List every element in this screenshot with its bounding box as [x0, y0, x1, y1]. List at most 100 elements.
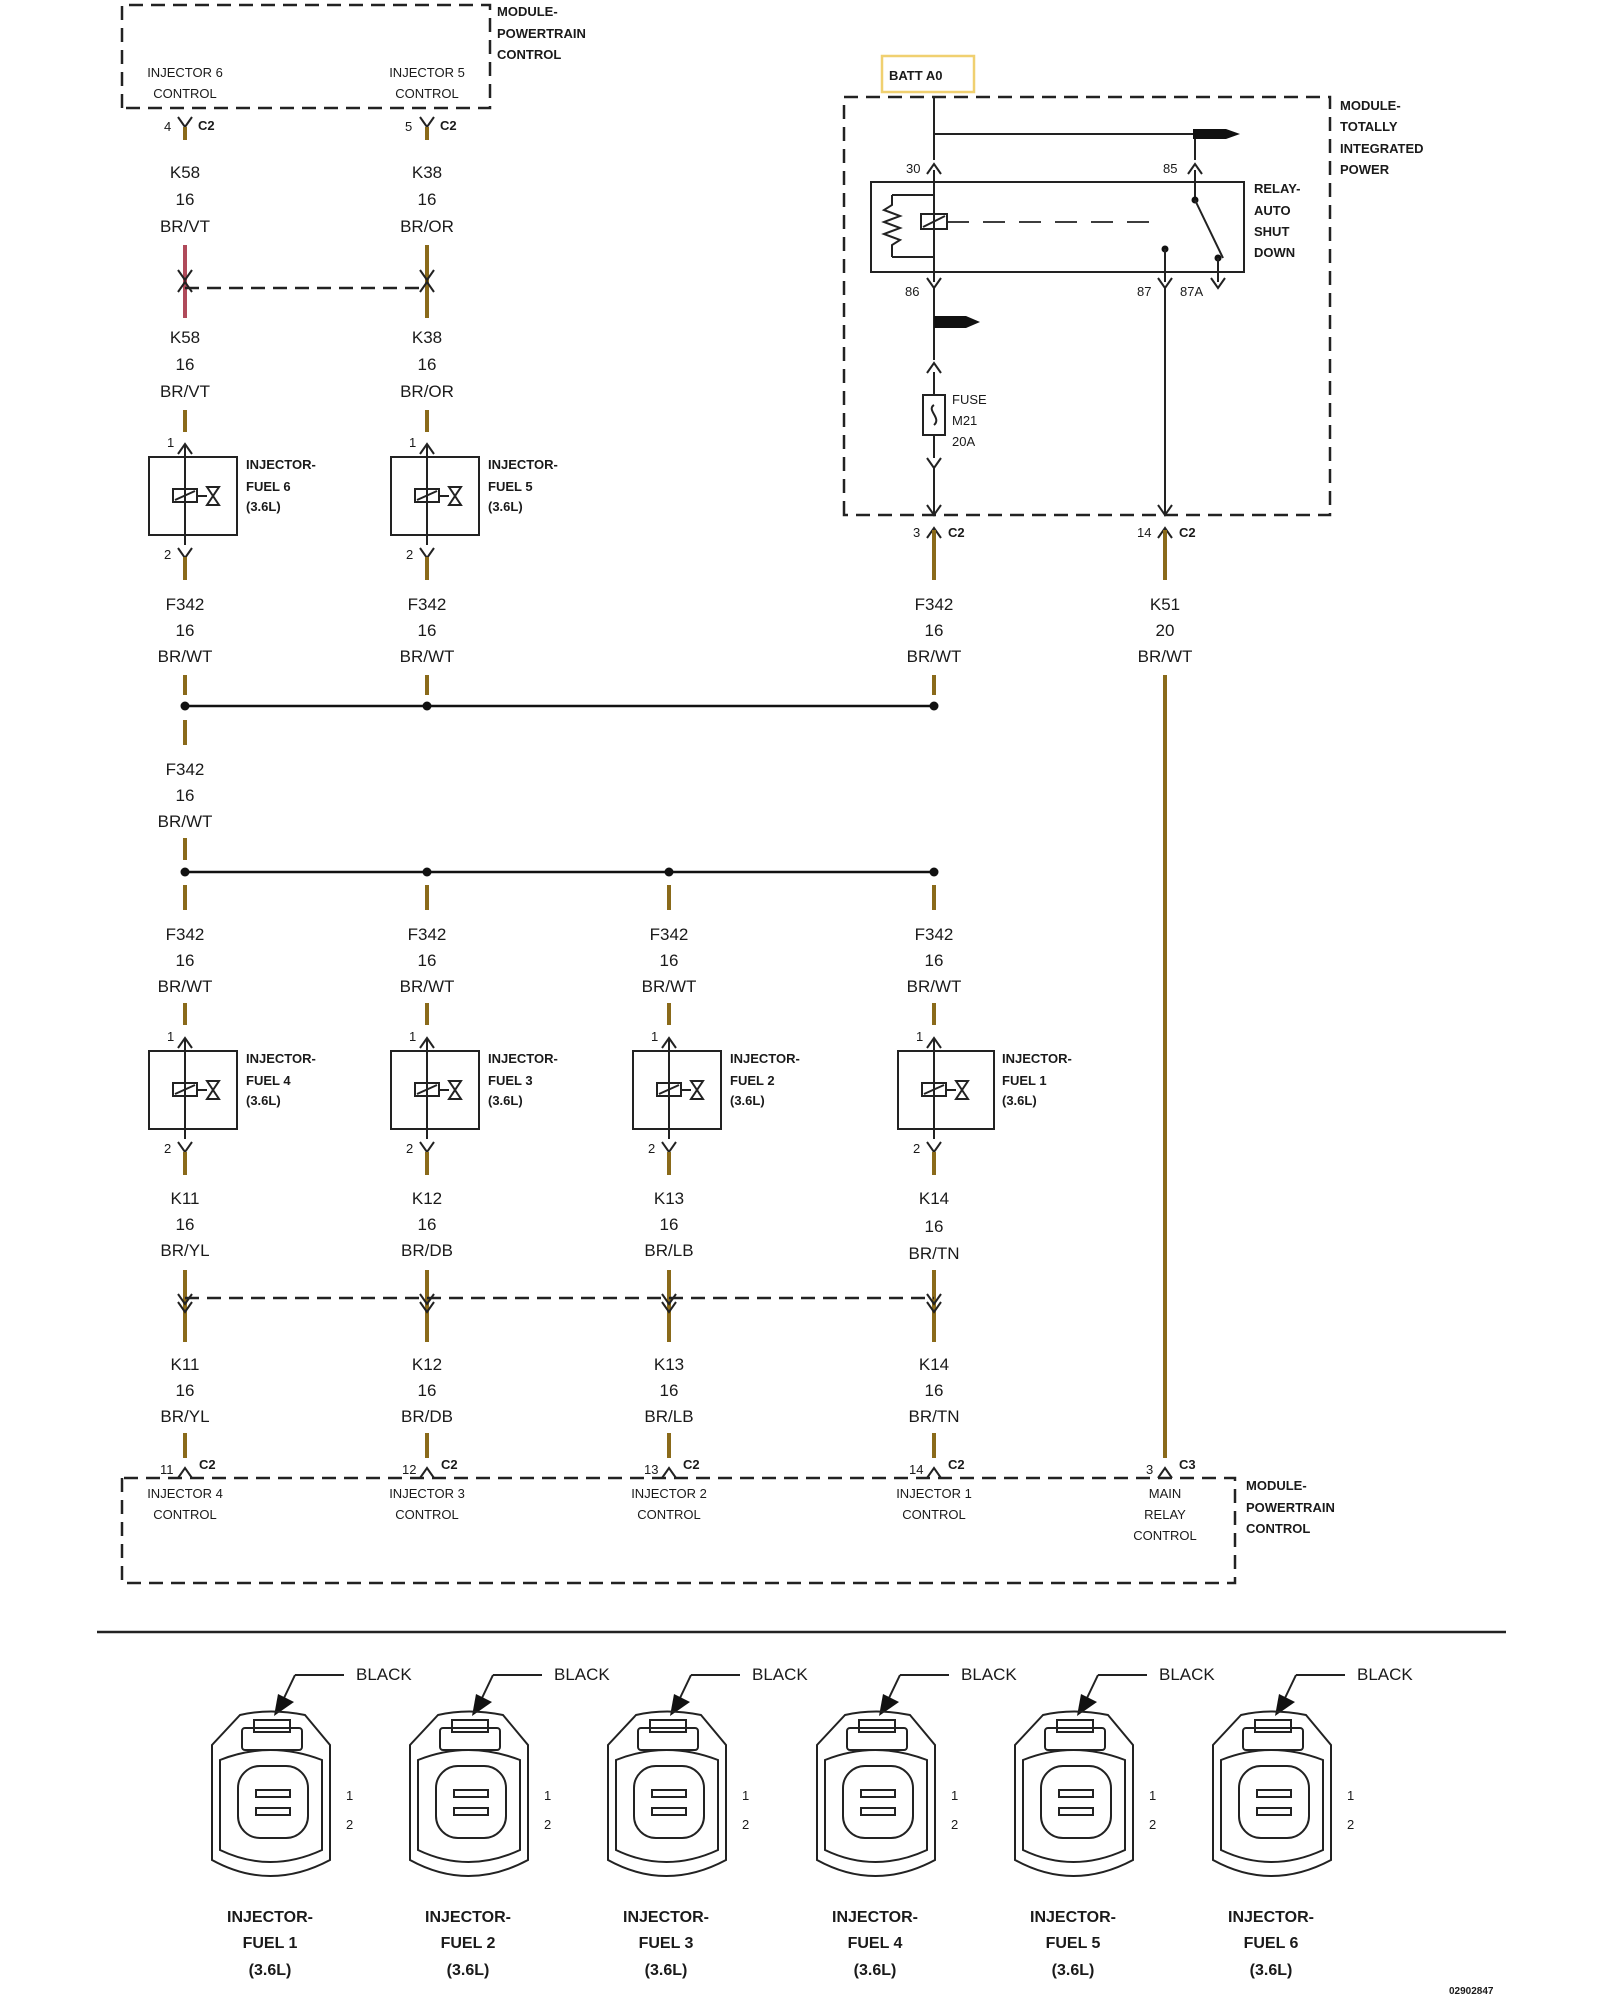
inj2-name-1: INJECTOR-: [730, 1051, 800, 1066]
inj3-name-1: INJECTOR-: [488, 1051, 558, 1066]
conn4-color: BLACK: [961, 1665, 1017, 1684]
batt-a0-label: BATT A0: [889, 68, 942, 83]
f342-trunk-color: BR/WT: [158, 812, 213, 831]
injector-fuel-3: 1 2 INJECTOR- FUEL 3 (3.6L): [390, 1029, 558, 1156]
inj2-name-2: FUEL 2: [730, 1073, 775, 1088]
injector6-ctrl-2: CONTROL: [153, 86, 217, 101]
k51-gauge: 20: [1156, 621, 1175, 640]
inj3-name-3: (3.6L): [488, 1093, 523, 1108]
conn2-color: BLACK: [554, 1665, 610, 1684]
pcm-pin-3: 3: [1146, 1462, 1153, 1477]
injector-fuel-2: 1 2 INJECTOR- FUEL 2 (3.6L): [632, 1029, 800, 1156]
main-relay-line1: MAIN: [1149, 1486, 1182, 1501]
f342-inj2-gauge: 16: [660, 951, 679, 970]
k14-upper-gauge: 16: [925, 1217, 944, 1236]
pcm-pin-14: 14: [909, 1462, 923, 1477]
inj2-pin2: 2: [648, 1141, 655, 1156]
f342-inj5-gauge: 16: [418, 621, 437, 640]
conn3-pin1: 1: [742, 1788, 749, 1803]
f342-inj1-gauge: 16: [925, 951, 944, 970]
conn4-name-3: (3.6L): [854, 1962, 897, 1979]
f342-inj3-color: BR/WT: [400, 977, 455, 996]
inj2-name-3: (3.6L): [730, 1093, 765, 1108]
connector-view-fuel-1: BLACK 1 2 INJECTOR- FUEL 1 (3.6L): [211, 1665, 412, 1979]
inj6-name-1: INJECTOR-: [246, 457, 316, 472]
tipm-conn-c2-a: C2: [948, 525, 965, 540]
connector-view-fuel-2: BLACK 1 2 INJECTOR- FUEL 2 (3.6L): [409, 1665, 610, 1979]
top-conn-c2-right: C2: [440, 118, 457, 133]
tipm-pin-14: 14: [1137, 525, 1151, 540]
ctrl2-line1: INJECTOR 2: [631, 1486, 707, 1501]
connector-view-fuel-4: BLACK 1 2 INJECTOR- FUEL 4 (3.6L): [816, 1665, 1017, 1979]
k13-upper-color: BR/LB: [644, 1241, 693, 1260]
conn6-pin2: 2: [1347, 1817, 1354, 1832]
k11-lower-color: BR/YL: [160, 1407, 209, 1426]
top-pin-4: 4: [164, 119, 171, 134]
inj5-pin1: 1: [409, 435, 416, 450]
pcm-pin-11: 11: [160, 1462, 174, 1477]
tipm-name-4: POWER: [1340, 162, 1390, 177]
bottom-pcm-name-1: MODULE-: [1246, 1478, 1307, 1493]
f342-trunk-circuit: F342: [166, 760, 205, 779]
k38-lower-gauge: 16: [418, 355, 437, 374]
f342-inj4-color: BR/WT: [158, 977, 213, 996]
k58-upper-gauge: 16: [176, 190, 195, 209]
f342-inj5-circuit: F342: [408, 595, 447, 614]
k14-upper-color: BR/TN: [909, 1244, 960, 1263]
relay-pin-30: 30: [906, 161, 920, 176]
conn5-color: BLACK: [1159, 1665, 1215, 1684]
f342-inj1-circuit: F342: [915, 925, 954, 944]
k13-upper-gauge: 16: [660, 1215, 679, 1234]
conn3-name-3: (3.6L): [645, 1962, 688, 1979]
conn2-name-1: INJECTOR-: [425, 1909, 511, 1926]
k38-lower-circuit: K38: [412, 328, 442, 347]
f342-inj1-color: BR/WT: [907, 977, 962, 996]
inj1-name-1: INJECTOR-: [1002, 1051, 1072, 1066]
conn2-name-2: FUEL 2: [441, 1935, 496, 1952]
k14-lower-gauge: 16: [925, 1381, 944, 1400]
conn1-name-2: FUEL 1: [243, 1935, 298, 1952]
k11-upper-circuit: K11: [171, 1189, 200, 1208]
tipm-module: MODULE- TOTALLY INTEGRATED POWER 30 85: [842, 95, 1424, 517]
pcm-conn-14: C2: [948, 1457, 965, 1472]
conn3-color: BLACK: [752, 1665, 808, 1684]
inj1-pin2: 2: [913, 1141, 920, 1156]
f342-inj6-gauge: 16: [176, 621, 195, 640]
ctrl4-line2: CONTROL: [153, 1507, 217, 1522]
k11-lower-circuit: K11: [171, 1355, 200, 1374]
inj4-name-3: (3.6L): [246, 1093, 281, 1108]
conn4-pin2: 2: [951, 1817, 958, 1832]
k14-lower-color: BR/TN: [909, 1407, 960, 1426]
relay-name-2: AUTO: [1254, 203, 1291, 218]
f342-inj5-color: BR/WT: [400, 647, 455, 666]
k13-upper-circuit: K13: [654, 1189, 684, 1208]
inj5-pin2: 2: [406, 547, 413, 562]
conn3-pin2: 2: [742, 1817, 749, 1832]
relay-pin-87: 87: [1137, 284, 1151, 299]
conn3-name-1: INJECTOR-: [623, 1909, 709, 1926]
relay-pin-87a: 87A: [1180, 284, 1203, 299]
f342-inj2-color: BR/WT: [642, 977, 697, 996]
ctrl1-line1: INJECTOR 1: [896, 1486, 972, 1501]
relay-pin-86: 86: [905, 284, 919, 299]
conn1-pin1: 1: [346, 1788, 353, 1803]
injector5-ctrl-2: CONTROL: [395, 86, 459, 101]
connector-view-fuel-5: BLACK 1 2 INJECTOR- FUEL 5 (3.6L): [1014, 1665, 1215, 1979]
inj6-pin1: 1: [167, 435, 174, 450]
main-relay-line3: CONTROL: [1133, 1528, 1197, 1543]
conn6-name-2: FUEL 6: [1244, 1935, 1299, 1952]
k38-upper-color: BR/OR: [400, 217, 454, 236]
ctrl1-line2: CONTROL: [902, 1507, 966, 1522]
inj3-name-2: FUEL 3: [488, 1073, 533, 1088]
inj6-pin2: 2: [164, 547, 171, 562]
diagram-id: 02902847: [1449, 1986, 1494, 1997]
k12-upper-gauge: 16: [418, 1215, 437, 1234]
conn6-pin1: 1: [1347, 1788, 1354, 1803]
k12-lower-gauge: 16: [418, 1381, 437, 1400]
tipm-name-3: INTEGRATED: [1340, 141, 1424, 156]
injector6-ctrl-1: INJECTOR 6: [147, 65, 223, 80]
ctrl3-line1: INJECTOR 3: [389, 1486, 465, 1501]
conn6-name-1: INJECTOR-: [1228, 1909, 1314, 1926]
inj4-name-1: INJECTOR-: [246, 1051, 316, 1066]
relay-pin-85: 85: [1163, 161, 1177, 176]
